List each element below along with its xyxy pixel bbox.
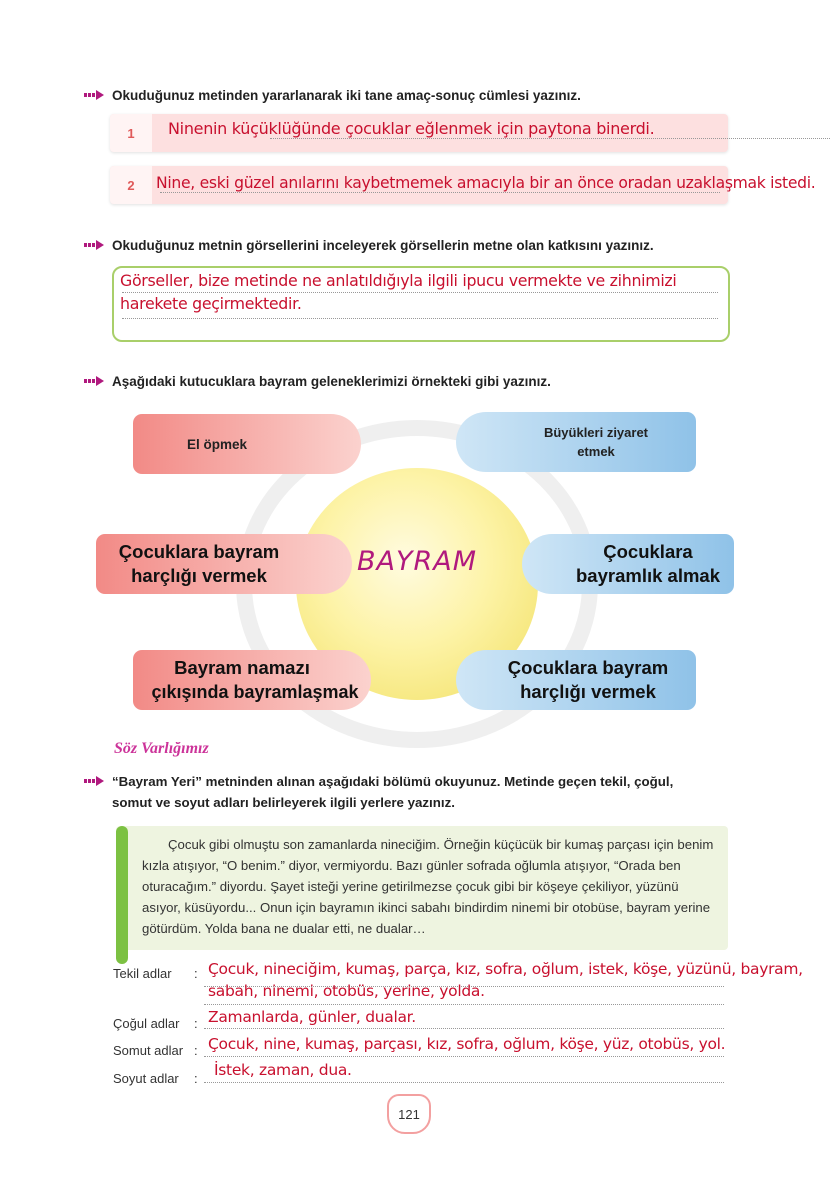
arrow-right-icon [84,376,104,386]
label-cogul: Çoğul adlar [113,1016,180,1031]
question-bayram-gelenekleri: Aşağıdaki kutucuklara bayram gelenekleri… [112,374,551,389]
answer-tekil-2[interactable]: sabah, ninemi, otobüs, yerine, yolda. [208,982,485,1000]
question-gorseller: Okuduğunuz metnin görsellerini inceleyer… [112,238,654,253]
colon: : [194,1071,198,1086]
colon: : [194,1043,198,1058]
label-somut: Somut adlar [113,1043,184,1058]
passage-accent-bar [116,826,128,964]
answer-cogul[interactable]: Zamanlarda, günler, dualar. [208,1008,416,1026]
answer-text: Nine, eski güzel anılarını kaybetmemek a… [156,174,816,192]
box-el-opmek[interactable]: El öpmek [133,414,361,474]
arrow-right-icon [84,776,104,786]
label-soyut: Soyut adlar [113,1071,179,1086]
passage-text: Çocuk gibi olmuştu son zamanlarda nineci… [142,837,714,936]
answer-line-2: harekete geçirmektedir. [120,294,302,313]
label-tekil: Tekil adlar [113,966,172,981]
passage-box [116,826,728,950]
box-harclik-vermek-1[interactable]: Çocuklara bayram harçlığı vermek [96,534,352,594]
question-adlar-line-2: somut ve soyut adları belirleyerek ilgil… [112,795,455,810]
arrow-right-icon [84,90,104,100]
answer-text: Ninenin küçüklüğünde çocuklar eğlenmek i… [168,119,655,138]
answer-soyut[interactable]: İstek, zaman, dua. [214,1061,352,1079]
box-harclik-vermek-2[interactable]: Çocuklara bayram harçlığı vermek [456,650,696,710]
center-label: BAYRAM [356,546,477,577]
colon: : [194,1016,198,1031]
page-number: 121 [387,1094,431,1134]
question-adlar-line-1: “Bayram Yeri” metninden alınan aşağıdaki… [112,774,674,789]
box-bayramlasmak[interactable]: Bayram namazı çıkışında bayramlaşmak [133,650,371,710]
answer-line-1: Görseller, bize metinde ne anlatıldığıyl… [120,271,677,290]
box-bayramlik-almak[interactable]: Çocuklara bayramlık almak [522,534,734,594]
answer-box-2[interactable]: 2 Nine, eski güzel anılarını kaybetmemek… [110,166,816,204]
arrow-right-icon [84,240,104,250]
answer-number: 2 [110,166,152,204]
answer-box-1[interactable]: 1 Ninenin küçüklüğünde çocuklar eğlenmek… [110,114,830,152]
answer-box-gorseller[interactable]: Görseller, bize metinde ne anlatıldığıyl… [112,266,730,342]
answer-somut[interactable]: Çocuk, nine, kumaş, parçası, kız, sofra,… [208,1035,726,1053]
colon: : [194,966,198,981]
answer-number: 1 [110,114,152,152]
box-buyukleri-ziyaret[interactable]: Büyükleri ziyaret etmek [456,412,696,472]
question-amac-sonuc: Okuduğunuz metinden yararlanarak iki tan… [112,88,581,103]
answer-tekil-1[interactable]: Çocuk, nineciğim, kumaş, parça, kız, sof… [208,960,803,978]
section-heading: Söz Varlığımız [114,740,209,757]
